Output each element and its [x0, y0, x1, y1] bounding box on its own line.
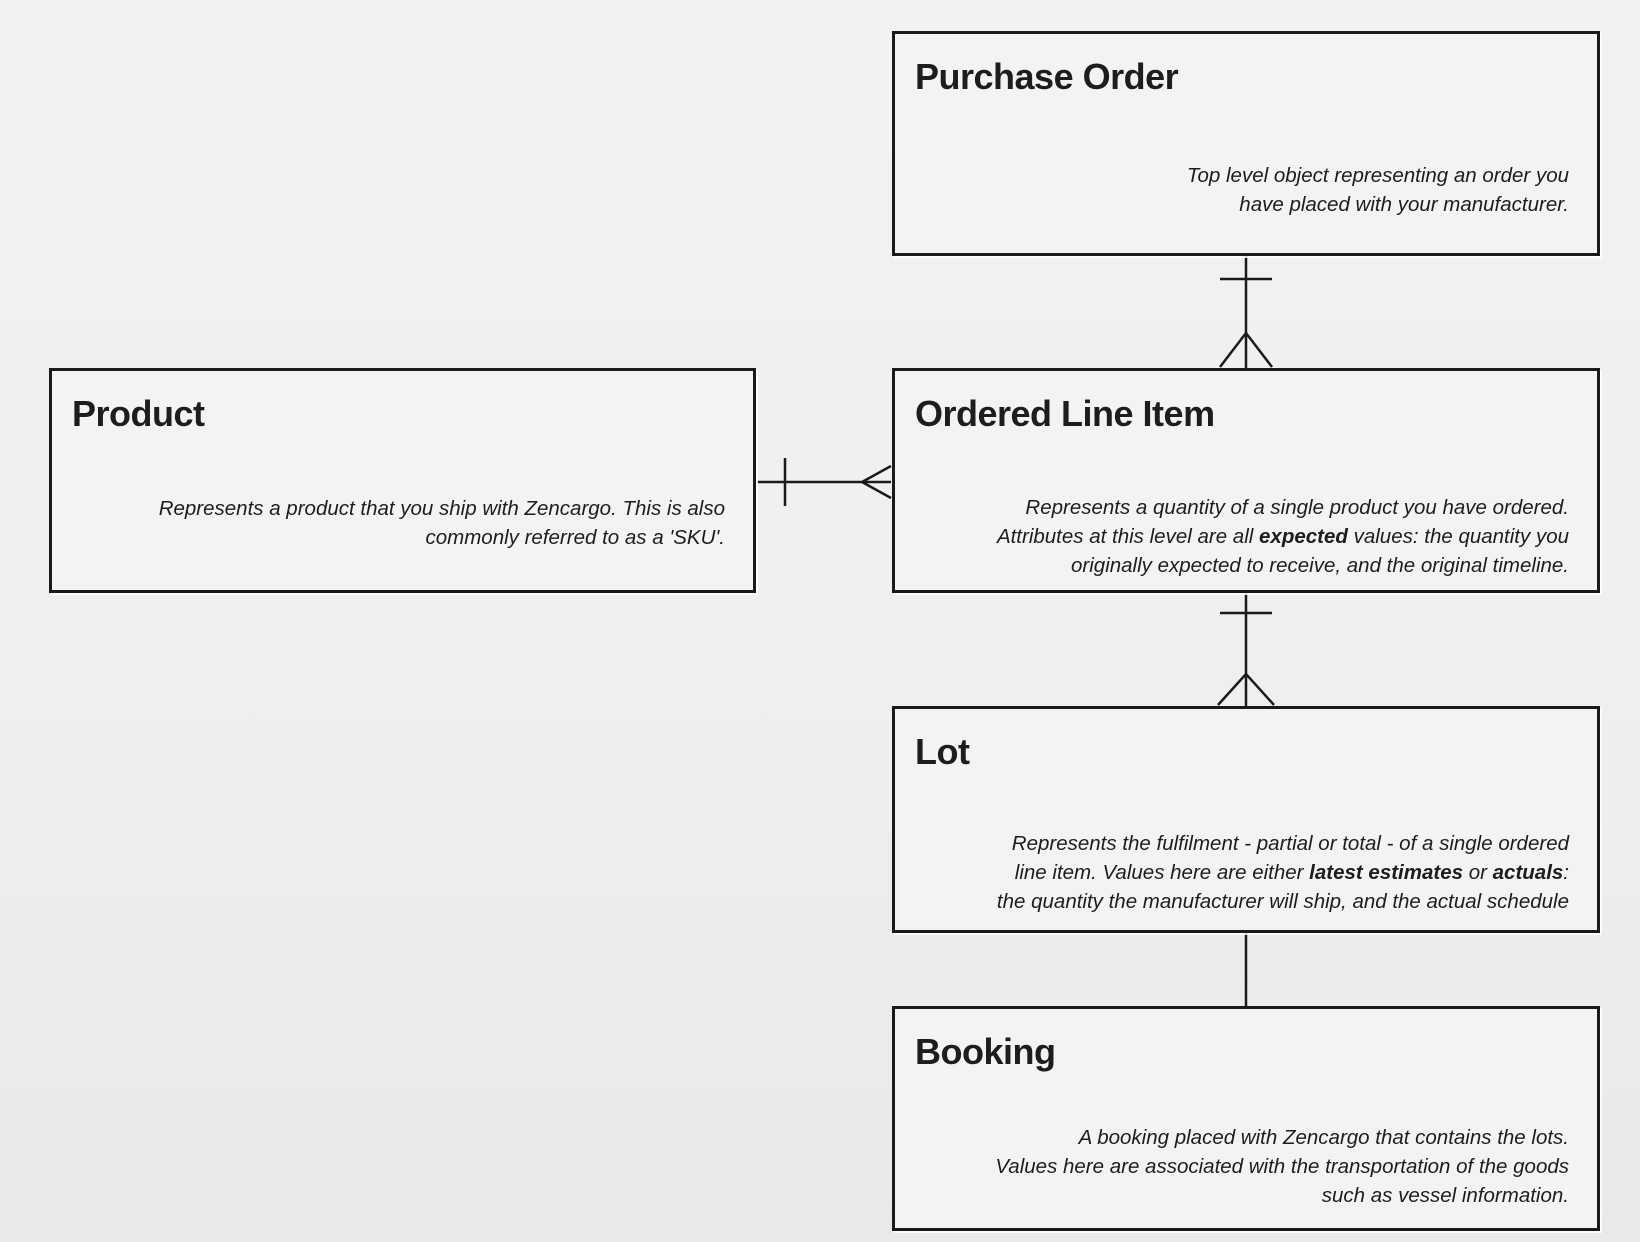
cardinality-many-crowfoot-icon: [1217, 672, 1275, 706]
entity-title: Product: [72, 393, 205, 434]
entity-title: Lot: [915, 731, 970, 772]
entity-ordered-line-item: Ordered Line Item Represents a quantity …: [892, 368, 1600, 593]
entity-description: Represents a product that you ship with …: [158, 497, 725, 549]
entity-lot: Lot Represents the fulfilment - partial …: [892, 706, 1600, 933]
entity-description: Represents the fulfilment - partial or t…: [996, 832, 1569, 913]
connector-product-to-ordered-line-item: [757, 458, 892, 506]
entity-product: Product Represents a product that you sh…: [49, 368, 756, 593]
entity-description: A booking placed with Zencargo that cont…: [995, 1126, 1569, 1207]
entity-description: Represents a quantity of a single produc…: [996, 496, 1569, 577]
entity-purchase-order: Purchase Order Top level object represen…: [892, 31, 1600, 256]
entity-title: Booking: [915, 1031, 1056, 1072]
entity-description: Top level object representing an order y…: [1186, 164, 1569, 216]
cardinality-many-crowfoot-icon: [1219, 330, 1273, 368]
entity-title: Purchase Order: [915, 56, 1179, 97]
connector-purchase-order-to-ordered-line-item: [1219, 256, 1273, 368]
cardinality-many-crowfoot-icon: [859, 464, 892, 500]
connector-ordered-line-item-to-lot: [1217, 593, 1275, 706]
entity-title: Ordered Line Item: [915, 393, 1215, 434]
entity-booking: Booking A booking placed with Zencargo t…: [892, 1006, 1600, 1231]
